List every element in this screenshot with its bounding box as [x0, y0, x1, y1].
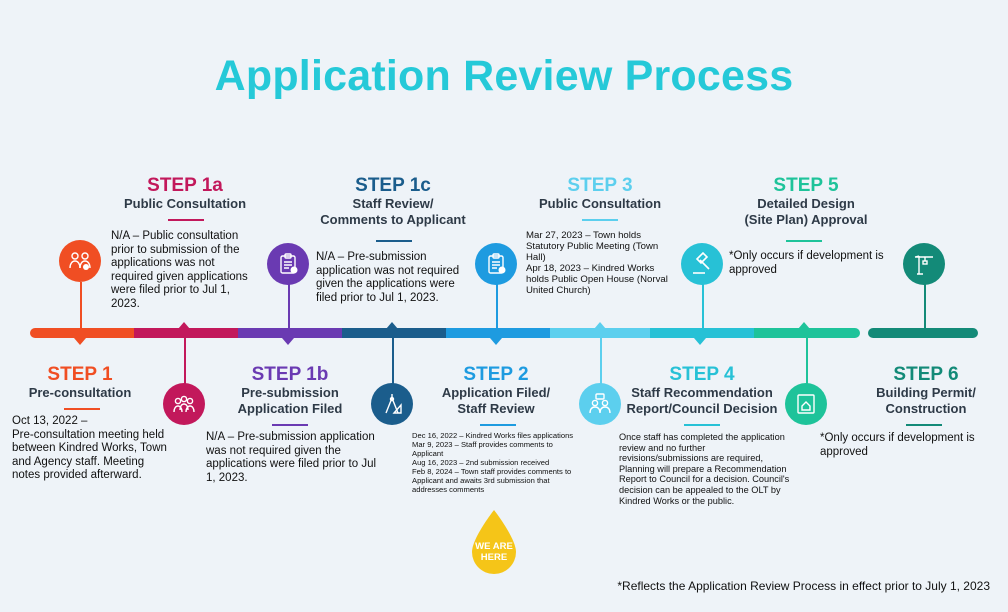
crane-icon	[903, 243, 945, 285]
footnote: *Reflects the Application Review Process…	[617, 579, 990, 593]
step-2-description: Dec 16, 2022 – Kindred Works files appli…	[412, 431, 574, 494]
step-1c-label: STEP 1c	[355, 175, 431, 196]
step-3-label: STEP 3	[567, 175, 633, 196]
we-are-here-marker	[472, 510, 516, 574]
step-5-label: STEP 5	[773, 175, 839, 196]
timeline-segment-step-1	[30, 328, 134, 338]
step-3-subtitle: Public Consultation	[538, 196, 662, 211]
connector-line	[806, 338, 808, 384]
clipboard-check-icon	[267, 243, 309, 285]
timeline-segment-step-5	[754, 328, 860, 338]
gavel-icon	[681, 243, 723, 285]
timeline-segment-step-1c	[342, 328, 446, 338]
step-5-subtitle: Detailed Design (Site Plan) Approval	[744, 196, 868, 227]
step-4-label: STEP 4	[669, 364, 735, 385]
page-title: Application Review Process	[214, 52, 794, 100]
site-plan-icon	[785, 383, 827, 425]
timeline-segment-step-3	[550, 328, 650, 338]
step-1b-subtitle: Pre-submission Application Filed	[237, 385, 343, 416]
connector-line	[184, 338, 186, 384]
connector-line	[496, 284, 498, 328]
timeline-notch	[282, 338, 294, 345]
step-6-description: *Only occurs if development is approved	[820, 432, 975, 458]
people-checklist-icon	[163, 383, 205, 425]
timeline-segment-step-1b	[238, 328, 342, 338]
step-5-divider	[786, 240, 822, 242]
timeline-notch	[594, 322, 606, 329]
timeline-notch	[694, 338, 706, 345]
step-1-label: STEP 1	[47, 364, 113, 385]
timeline-segment-step-6	[868, 328, 978, 338]
step-4-subtitle: Staff Recommendation Report/Council Deci…	[626, 385, 778, 416]
step-1a-label: STEP 1a	[147, 175, 223, 196]
step-1a-divider	[168, 219, 204, 221]
step-3-divider	[582, 219, 618, 221]
step-1-description: Oct 13, 2022 – Pre-consultation meeting …	[12, 415, 167, 481]
connector-line	[924, 284, 926, 328]
timeline-notch	[386, 322, 398, 329]
step-1c-subtitle: Staff Review/ Comments to Applicant	[320, 196, 466, 227]
step-1b-divider	[272, 424, 308, 426]
step-4-divider	[684, 424, 720, 426]
step-6-divider	[906, 424, 942, 426]
step-6-subtitle: Building Permit/ Construction	[876, 385, 976, 416]
clipboard-check-icon	[475, 243, 517, 285]
connector-line	[702, 284, 704, 328]
step-2-divider	[480, 424, 516, 426]
we-are-here-label: WE ARE HERE	[475, 541, 513, 563]
drafting-tools-icon	[371, 383, 413, 425]
timeline-segment-step-2	[446, 328, 550, 338]
step-1b-description: N/A – Pre-submission application was not…	[206, 431, 377, 484]
timeline-notch	[178, 322, 190, 329]
step-1c-divider	[376, 240, 412, 242]
people-discussion-icon	[579, 383, 621, 425]
people-group-icon	[59, 240, 101, 282]
step-1b-label: STEP 1b	[251, 364, 329, 385]
timeline-notch	[798, 322, 810, 329]
step-1a-description: N/A – Public consultation prior to submi…	[111, 230, 248, 310]
connector-line	[288, 284, 290, 328]
step-6-label: STEP 6	[893, 364, 959, 385]
step-4-description: Once staff has completed the application…	[619, 432, 790, 506]
timeline-notch	[74, 338, 86, 345]
step-1c-description: N/A – Pre-submission application was not…	[316, 251, 460, 304]
step-3-description: Mar 27, 2023 – Town holds Statutory Publ…	[526, 230, 668, 296]
timeline-notch	[490, 338, 502, 345]
connector-line	[80, 282, 82, 328]
step-1-subtitle: Pre-consultation	[28, 385, 132, 400]
connector-line	[600, 338, 602, 384]
step-5-description: *Only occurs if development is approved	[729, 250, 884, 276]
timeline-segment-step-1a	[134, 328, 238, 338]
step-1a-subtitle: Public Consultation	[123, 196, 247, 211]
step-2-label: STEP 2	[463, 364, 529, 385]
step-1-divider	[64, 408, 100, 410]
timeline-segment-step-4	[650, 328, 754, 338]
connector-line	[392, 338, 394, 384]
step-2-subtitle: Application Filed/ Staff Review	[441, 385, 551, 416]
